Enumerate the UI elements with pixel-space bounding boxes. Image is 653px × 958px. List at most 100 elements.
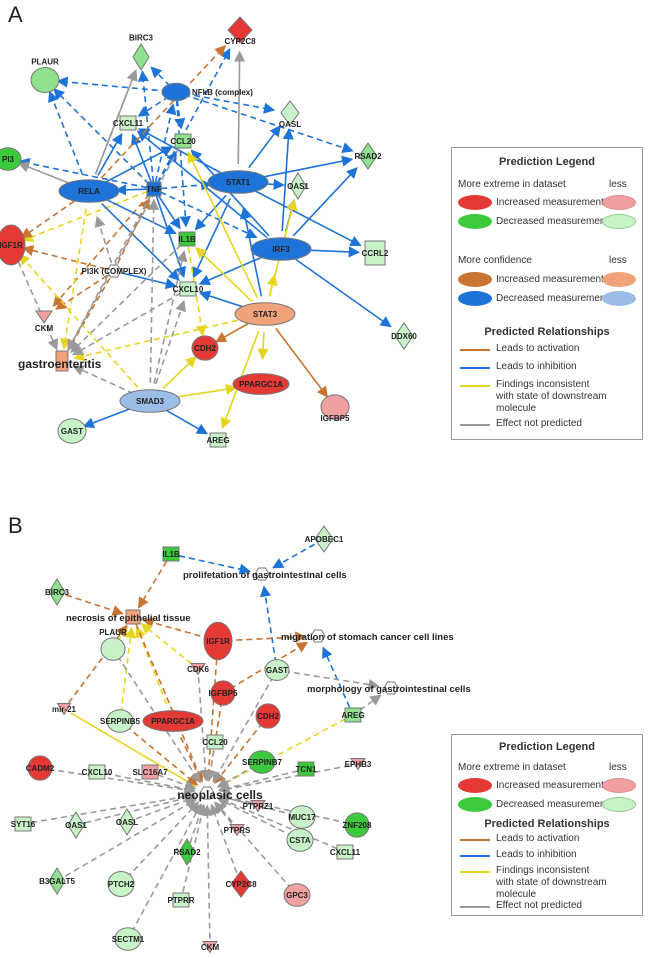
a-node-areg-label: AREG xyxy=(206,436,229,445)
b-node-oasl-label: OASL xyxy=(116,818,138,827)
a-edge-stat1-to-ccrl2 xyxy=(253,189,362,247)
prediction-legend-b: Prediction Legend More extreme in datase… xyxy=(451,734,643,916)
legend-a-not-predicted-line xyxy=(460,424,490,426)
b-node-ppargc1a: PPARGC1A xyxy=(142,710,204,732)
b-node-oas1: OAS1 xyxy=(65,811,87,839)
legend-b-not-predicted-line xyxy=(460,906,490,908)
a-edge-il1b-to-gastro xyxy=(70,244,182,353)
a-edge-smad3-to-tnf xyxy=(148,198,160,384)
a-edge-rela-to-plaur xyxy=(48,90,84,175)
a-edge-stat1-to-cxcl11 xyxy=(138,128,223,175)
a-edge-stat1-to-cyp2c8 xyxy=(233,50,246,165)
b-node-igf1r-shape xyxy=(203,621,233,661)
a-node-ddx60-shape xyxy=(394,322,414,350)
b-edge-serpinb5-to-necrosis xyxy=(120,626,136,714)
a-edge-cxcl10-to-gastro xyxy=(71,292,182,356)
a-node-ccrl2-shape xyxy=(364,240,386,266)
b-node-serpinb7-label: SERPINB7 xyxy=(242,758,283,767)
legend-a-less-2: less xyxy=(609,255,627,266)
b-node-cdh2: CDH2 xyxy=(255,703,281,729)
a-node-cdh2-label: CDH2 xyxy=(194,344,216,353)
b-node-igfbp5-shape xyxy=(210,680,236,706)
a-node-rela-shape xyxy=(58,179,120,203)
a-node-tnf-shape xyxy=(146,181,162,197)
a-edge-stat3-to-cxcl10 xyxy=(198,290,249,310)
legend-b-increased: Increased measurement xyxy=(496,780,604,791)
b-node-prolif-label: prolifetation of gastrointestinal cells xyxy=(183,570,347,581)
b-node-ppargc1a-shape xyxy=(142,710,204,732)
a-edge-smad3-to-ppargc1a xyxy=(167,383,238,400)
a-node-cxcl10-shape xyxy=(179,281,197,297)
b-node-cdh2-shape xyxy=(255,703,281,729)
b-edge-areg-to-morph xyxy=(359,694,382,711)
a-node-cyp2c8: CYP2C8 xyxy=(224,16,256,46)
a-node-cdh2: CDH2 xyxy=(191,335,219,361)
legend-a-inhibition-line xyxy=(460,367,490,369)
a-node-tnf: TNF xyxy=(146,181,162,197)
legend-a-more-confidence: More confidence xyxy=(458,255,532,266)
legend-b-activation-line xyxy=(460,839,490,841)
legend-b-less: less xyxy=(609,762,627,773)
b-node-cxcl11-shape xyxy=(336,844,354,860)
b-node-ephb3-shape xyxy=(350,758,366,771)
b-node-ptprr-label: PTPRR xyxy=(167,896,194,905)
a-node-gastro-shape xyxy=(55,350,69,372)
b-edge-cadm2-to-neo xyxy=(48,768,196,796)
legend-b-activation: Leads to activation xyxy=(496,833,580,844)
a-node-ppargc1a: PPARGC1A xyxy=(232,373,290,395)
b-node-ptprz1-label: PTPRZ1 xyxy=(243,802,274,811)
legend-b-decreased-swatch xyxy=(458,797,492,812)
b-edge-gpc3-to-neo xyxy=(214,801,293,890)
legend-a-increased-2: Increased measurement xyxy=(496,274,604,285)
b-edge-ccl20-to-neo xyxy=(204,750,217,782)
legend-b-inhibition-line xyxy=(460,855,490,857)
b-edge-igf1r-to-neo xyxy=(203,649,219,782)
a-edge-nfkb-to-ccl20 xyxy=(174,100,186,130)
a-node-smad3: SMAD3 xyxy=(119,389,181,413)
b-node-igf1r: IGF1R xyxy=(203,621,233,661)
b-node-apobec1: APOBEC1 xyxy=(305,525,344,553)
b-node-rsad2: RSAD2 xyxy=(173,838,201,866)
a-edge-rela-to-gastro xyxy=(60,208,87,350)
b-node-syt16: SYT16 xyxy=(11,816,36,832)
b-node-ptprs-label: PTPRS xyxy=(224,826,251,835)
b-edge-birc3-to-necrosis xyxy=(65,594,124,616)
b-node-il1b-shape xyxy=(162,546,180,562)
b-edge-syt16-to-neo xyxy=(31,791,196,824)
a-node-smad3-shape xyxy=(119,389,181,413)
b-node-gast: GAST xyxy=(264,659,290,681)
b-edge-slc16a7-to-neo xyxy=(157,774,197,791)
a-edge-stat3-to-ccl20 xyxy=(187,151,259,299)
b-node-znf208-shape xyxy=(344,812,370,838)
b-node-cadm2-label: CADM2 xyxy=(26,764,55,773)
legend-b-decreased: Decreased measurement xyxy=(496,799,609,810)
a-node-cyp2c8-shape xyxy=(227,16,253,44)
legend-b-not-predicted: Effect not predicted xyxy=(496,900,582,911)
legend-a-increased-less-swatch xyxy=(602,195,636,210)
a-edge-tnf-to-igf1r xyxy=(21,190,148,242)
b-node-morph-shape xyxy=(383,681,399,695)
a-edge-rela-to-cyp2c8 xyxy=(100,44,226,179)
b-edge-areg-to-migration xyxy=(322,646,351,708)
b-edge-sectm1-to-neo xyxy=(131,803,202,933)
a-edge-tnf-to-pi3 xyxy=(18,157,148,189)
b-node-ptprz1: PTPRZ1 xyxy=(243,800,274,813)
b-node-oas1-shape xyxy=(67,811,85,839)
b-edge-ptch2-to-neo xyxy=(126,801,200,879)
b-node-serpinb5: SERPINB5 xyxy=(100,709,141,733)
b-node-ptprs-shape xyxy=(229,824,245,837)
legend-b-more-extreme: More extreme in dataset xyxy=(458,762,566,773)
legend-b-title: Prediction Legend xyxy=(499,741,595,753)
b-edge-cxcl11-to-neo xyxy=(217,796,338,850)
b-node-plaur-label: PLAUR xyxy=(99,628,127,637)
b-node-rsad2-shape xyxy=(178,838,196,866)
a-edge-irf3-to-ddx60 xyxy=(295,258,392,328)
b-node-prolif: prolifetation of gastrointestinal cells xyxy=(183,567,347,581)
b-edge-cdk6-to-neo xyxy=(197,677,211,782)
a-node-nfkb-label: NFkB (complex) xyxy=(192,88,253,97)
b-node-ephb3-label: EPHB3 xyxy=(345,760,372,769)
a-node-igf1r: IGF1R xyxy=(0,224,26,266)
a-node-oasl-shape xyxy=(280,100,300,126)
a-node-oasl: OASL xyxy=(279,100,301,129)
